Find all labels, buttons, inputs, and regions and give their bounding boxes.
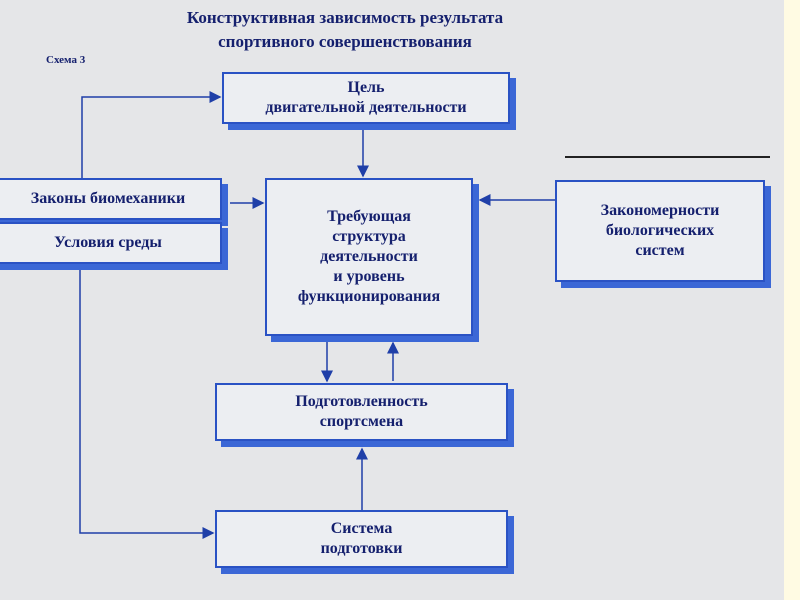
biology-line-1: Закономерности (600, 202, 720, 219)
readiness-line-1: Подготовленность (295, 393, 428, 410)
box-structure: Требующая структура деятельности и урове… (265, 178, 473, 336)
training-line-2: подготовки (320, 540, 403, 557)
diagram-title: Конструктивная зависимость результата сп… (120, 6, 570, 54)
biology-line-3: систем (635, 242, 685, 259)
box-readiness: Подготовленность спортсмена (215, 383, 508, 441)
arrow-biomechanics-to-goal (81, 91, 222, 178)
box-biology: Закономерности биологических систем (555, 180, 765, 282)
structure-line-3: деятельности (320, 248, 418, 265)
title-line-1: Конструктивная зависимость результата (186, 8, 504, 27)
box-biomechanics: Законы биомеханики (0, 178, 222, 220)
arrow-environment-to-training (79, 268, 215, 539)
goal-line-1: Цель (347, 79, 385, 96)
box-environment: Условия среды (0, 222, 222, 264)
box-training: Система подготовки (215, 510, 508, 568)
title-line-2: спортивного совершенствования (218, 32, 472, 51)
biology-line-2: биологических (605, 222, 715, 239)
readiness-line-2: спортсмена (319, 413, 404, 430)
biomechanics-label: Законы биомеханики (30, 190, 186, 207)
training-line-1: Система (330, 520, 393, 537)
structure-line-1: Требующая (327, 208, 411, 225)
right-border-strip (784, 0, 800, 600)
structure-line-4: и уровень (333, 268, 405, 285)
environment-label: Условия среды (54, 234, 162, 251)
horizontal-rule (565, 156, 770, 158)
scheme-label: Схема 3 (46, 54, 86, 66)
box-goal: Цель двигательной деятельности (222, 72, 510, 124)
goal-line-2: двигательной деятельности (265, 99, 467, 116)
structure-line-5: функционирования (297, 288, 441, 305)
structure-line-2: структура (332, 228, 406, 245)
